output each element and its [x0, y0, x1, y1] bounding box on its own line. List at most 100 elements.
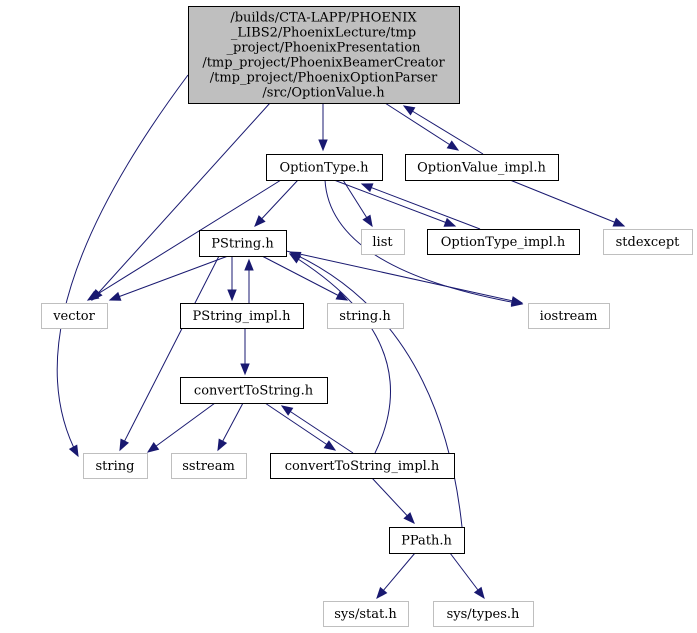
- edge-optiontype-to-list: [342, 179, 373, 228]
- edge-pstring-to-pstring_impl: [227, 256, 237, 302]
- edge-converttostring_impl-to-ppath: [371, 477, 415, 524]
- arrowhead: [227, 289, 237, 302]
- node-optionvalue_impl[interactable]: OptionValue_impl.h: [405, 154, 559, 181]
- node-sys_stat[interactable]: sys/stat.h: [323, 601, 409, 627]
- edge-converttostring_impl-to-converttostring: [280, 405, 354, 454]
- edge-pstring-to-string_h: [261, 255, 349, 301]
- node-box: [427, 229, 580, 255]
- node-label: convertToString.h: [194, 384, 314, 399]
- arrowhead: [362, 214, 373, 228]
- node-pstring[interactable]: PString.h: [199, 230, 287, 257]
- edge-ppath-to-sys_stat: [376, 552, 416, 600]
- node-label: convertToString_impl.h: [285, 459, 440, 474]
- edge-optionvalue-to-optiontype: [318, 103, 328, 152]
- node-box: [327, 303, 404, 329]
- arrowhead: [146, 441, 160, 453]
- edges-layer: [56, 74, 626, 600]
- edge-optionvalue_impl-to-stdexcept: [509, 179, 626, 227]
- node-box: [171, 453, 247, 479]
- node-box: [180, 377, 328, 404]
- node-label: sys/stat.h: [334, 607, 397, 622]
- node-sstream[interactable]: sstream: [171, 453, 247, 479]
- node-box: [83, 453, 148, 479]
- node-converttostring_impl[interactable]: convertToString_impl.h: [270, 453, 455, 479]
- node-string[interactable]: string: [83, 453, 148, 479]
- node-box: [323, 601, 409, 627]
- node-box: [188, 6, 460, 104]
- node-label: PPath.h: [401, 534, 452, 549]
- arrowhead: [335, 290, 349, 301]
- node-label: OptionType.h: [279, 161, 369, 176]
- node-box: [389, 527, 465, 554]
- node-label: string: [96, 459, 135, 474]
- node-label: stdexcept: [616, 235, 681, 250]
- arrowhead: [376, 586, 388, 600]
- arrowhead: [68, 444, 79, 458]
- node-optiontype_impl[interactable]: OptionType_impl.h: [427, 229, 580, 255]
- arrowhead: [403, 512, 415, 524]
- node-label: PString.h: [211, 237, 274, 252]
- node-label: OptionType_impl.h: [441, 235, 566, 250]
- arrowhead: [612, 217, 626, 227]
- arrowhead: [318, 139, 328, 152]
- node-list[interactable]: list: [361, 229, 405, 255]
- node-label: /tmp_project/PhoenixOptionParser: [210, 71, 438, 86]
- edge-pstring-to-iostream: [285, 250, 524, 306]
- edge-pstring_impl-to-pstring: [244, 258, 254, 303]
- arrowhead: [86, 290, 100, 301]
- node-box: [405, 154, 559, 181]
- edge-pstring-to-string: [119, 255, 220, 452]
- node-iostream[interactable]: iostream: [528, 303, 610, 329]
- arrowhead: [443, 217, 457, 227]
- arrowhead: [280, 405, 294, 416]
- node-label: iostream: [540, 309, 598, 324]
- arrowhead: [288, 251, 302, 261]
- node-box: [266, 154, 383, 181]
- edge-optiontype_impl-to-optiontype: [360, 183, 481, 230]
- node-optionvalue[interactable]: /builds/CTA-LAPP/PHOENIX_LIBS2/PhoenixLe…: [188, 6, 460, 104]
- edge-converttostring-to-string: [146, 402, 216, 453]
- node-label: /src/OptionValue.h: [262, 86, 385, 101]
- arrowhead: [323, 440, 337, 451]
- edge-pstring-to-vector: [108, 255, 229, 301]
- node-ppath[interactable]: PPath.h: [389, 527, 465, 554]
- node-label: vector: [52, 309, 95, 324]
- arrowhead: [402, 105, 416, 116]
- node-label: sys/types.h: [447, 607, 520, 622]
- nodes-layer: /builds/CTA-LAPP/PHOENIX_LIBS2/PhoenixLe…: [41, 6, 693, 627]
- node-label: /builds/CTA-LAPP/PHOENIX: [230, 11, 417, 26]
- edge-converttostring-to-sstream: [217, 402, 244, 452]
- arrowhead: [360, 183, 374, 193]
- node-label: sstream: [182, 459, 235, 474]
- node-box: [361, 229, 405, 255]
- node-label: list: [372, 235, 393, 250]
- arrowhead: [108, 291, 122, 301]
- arrowhead: [254, 215, 266, 227]
- node-label: OptionValue_impl.h: [417, 161, 546, 176]
- node-box: [41, 303, 108, 329]
- arrowhead: [446, 140, 460, 151]
- edge-optionvalue_impl-to-optionvalue: [402, 105, 484, 155]
- node-box: [603, 229, 693, 255]
- node-box: [199, 230, 287, 257]
- node-string_h[interactable]: string.h: [327, 303, 404, 329]
- edge-pstring_impl-to-converttostring: [240, 328, 250, 376]
- node-label: _LIBS2/PhoenixLecture/tmp: [231, 26, 416, 41]
- node-vector[interactable]: vector: [41, 303, 108, 329]
- arrowhead: [119, 438, 129, 452]
- node-sys_types[interactable]: sys/types.h: [433, 601, 534, 627]
- arrowhead: [217, 438, 228, 452]
- arrowhead: [510, 296, 524, 306]
- edge-optiontype-to-optiontype_impl: [333, 179, 457, 227]
- arrowhead: [244, 258, 254, 271]
- node-label: _project/PhoenixPresentation: [227, 41, 422, 56]
- node-converttostring[interactable]: convertToString.h: [180, 377, 328, 404]
- node-label: PString_impl.h: [193, 309, 292, 324]
- edge-optionvalue-to-optionvalue_impl: [384, 102, 460, 151]
- node-optiontype[interactable]: OptionType.h: [266, 154, 383, 181]
- edge-optiontype-to-pstring: [254, 179, 299, 227]
- node-stdexcept[interactable]: stdexcept: [603, 229, 693, 255]
- node-pstring_impl[interactable]: PString_impl.h: [180, 303, 304, 329]
- node-label: string.h: [339, 309, 391, 324]
